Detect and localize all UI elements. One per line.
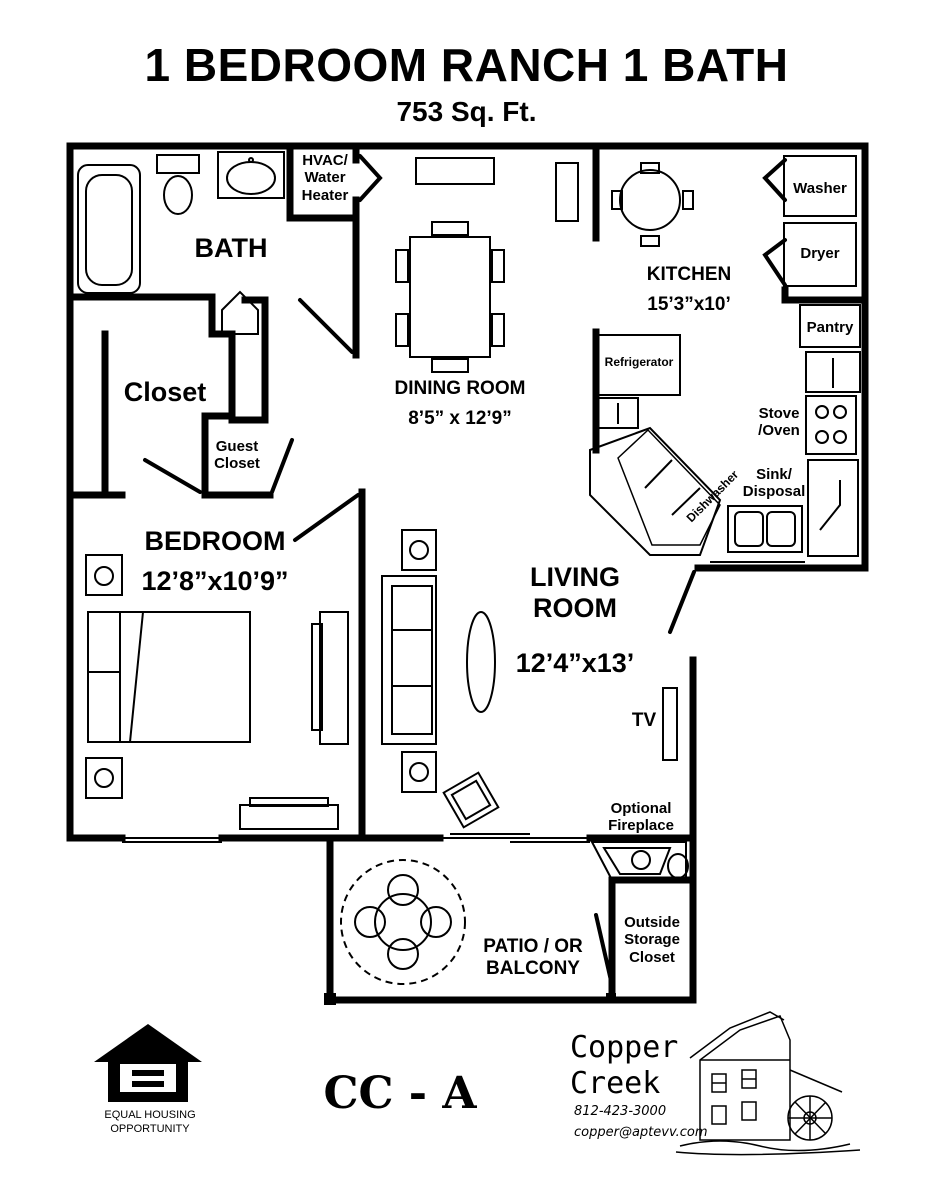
patio-posts bbox=[324, 993, 616, 1005]
brand-email[interactable]: copper@aptevv.com bbox=[574, 1125, 708, 1140]
refrigerator-label: Refrigerator bbox=[604, 355, 674, 369]
kitchen-label: KITCHEN bbox=[646, 264, 732, 285]
dining-room-label: DINING ROOM bbox=[394, 378, 526, 399]
mill-sketch-icon bbox=[675, 1011, 861, 1156]
stove-label: Stove/Oven bbox=[758, 405, 800, 440]
brand-name-line2: Creek bbox=[570, 1066, 661, 1101]
closet-label: Closet bbox=[123, 377, 207, 407]
tv-label: TV bbox=[631, 710, 657, 731]
patio-table bbox=[340, 859, 466, 985]
brand-phone: 812-423-3000 bbox=[574, 1104, 667, 1119]
equal-housing-icon bbox=[94, 1024, 202, 1102]
brand-name-line1: Copper bbox=[570, 1030, 679, 1065]
kitchen-size: 15’3”x10’ bbox=[647, 294, 731, 315]
pantry-label: Pantry bbox=[806, 319, 854, 336]
eho-line-1: EQUAL HOUSING bbox=[104, 1109, 196, 1121]
bath-fixtures bbox=[77, 151, 285, 335]
dining-room-size: 8’5” x 12’9” bbox=[408, 408, 512, 429]
bedroom-label: BEDROOM bbox=[144, 526, 286, 556]
eho-line-2: OPPORTUNITY bbox=[110, 1123, 190, 1136]
walls bbox=[66, 142, 869, 1004]
dining-table bbox=[395, 157, 579, 373]
equal-housing-text: EQUAL HOUSING OPPORTUNITY bbox=[80, 1108, 220, 1137]
bedroom-size: 12’8”x10’9” bbox=[141, 566, 289, 596]
plan-area: 753 Sq. Ft. bbox=[396, 96, 537, 127]
bath-label: BATH bbox=[194, 233, 268, 263]
plan-title: 1 BEDROOM RANCH 1 BATH bbox=[144, 39, 789, 91]
dryer-label: Dryer bbox=[800, 245, 840, 262]
sink-label: Sink/Disposal bbox=[742, 466, 806, 501]
window-lines bbox=[122, 561, 805, 843]
bedroom-furniture bbox=[85, 554, 349, 830]
kitchen-fixtures bbox=[589, 155, 861, 557]
doors bbox=[143, 154, 787, 987]
plan-code: CC - A bbox=[323, 1068, 477, 1119]
living-furniture bbox=[381, 529, 689, 881]
living-room-size: 12’4”x13’ bbox=[515, 648, 635, 678]
washer-label: Washer bbox=[793, 180, 847, 197]
